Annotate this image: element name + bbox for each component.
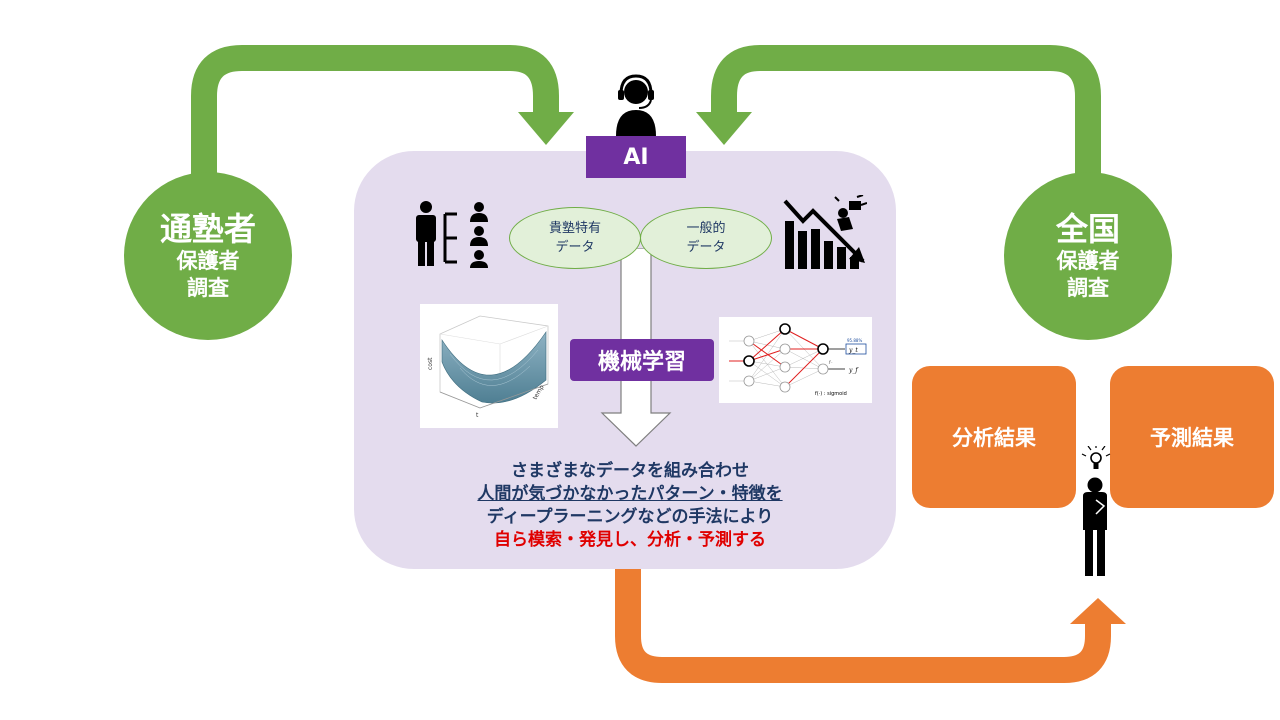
orange-result-arrowhead <box>1070 598 1126 624</box>
surface-zlabel: cost <box>427 357 434 370</box>
neural-network-image: 95.88% y_t y_f f₋ f(·) : sigmoid <box>719 317 872 403</box>
proprietary-data-line1: 貴塾特有 <box>548 221 601 236</box>
lightbulb-person-icon <box>1081 446 1111 576</box>
org-chart-icon <box>416 201 488 268</box>
ai-label: AI <box>586 136 686 178</box>
proprietary-data-ellipse: 貴塾特有 データ <box>509 207 641 269</box>
prediction-result-label: 予測結果 <box>1150 426 1234 450</box>
orange-result-arrow <box>615 565 1111 683</box>
general-data-line2: データ <box>686 240 726 255</box>
desc-line4: 自ら模索・発見し、分析・予測する <box>494 530 766 550</box>
declining-chart-icon <box>783 195 867 269</box>
right-green-arrow <box>711 45 1101 180</box>
surface-xlabel: t <box>476 412 479 419</box>
left-circle-line1: 保護者 <box>176 249 240 273</box>
desc-line1: さまざまなデータを組み合わせ <box>511 461 749 481</box>
surface-plot-image: cost t temp <box>420 304 558 428</box>
general-data-line1: 一般的 <box>686 221 726 236</box>
analysis-result-box: 分析結果 <box>912 366 1076 508</box>
nn-f-sub: f₋ <box>828 359 833 364</box>
nn-output-1: y_t <box>848 347 858 354</box>
desc-line2: 人間が気づかなかったパターン・特徴を <box>477 484 783 504</box>
tutoring-parents-survey-circle: 通塾者 保護者 調査 <box>124 172 292 340</box>
right-green-arrowhead <box>696 112 752 145</box>
left-green-arrowhead <box>518 112 574 145</box>
right-circle-line2: 調査 <box>1067 276 1109 300</box>
ai-description: さまざまなデータを組み合わせ 人間が気づかなかったパターン・特徴を ディープラー… <box>380 460 880 552</box>
prediction-result-box: 予測結果 <box>1110 366 1274 508</box>
right-circle-line1: 保護者 <box>1056 249 1120 273</box>
national-parents-survey-circle: 全国 保護者 調査 <box>1004 172 1172 340</box>
analysis-result-label: 分析結果 <box>952 426 1036 450</box>
left-circle-title: 通塾者 <box>159 210 256 248</box>
nn-output-pct: 95.88% <box>847 338 862 343</box>
general-data-ellipse: 一般的 データ <box>640 207 772 269</box>
right-circle-title: 全国 <box>1055 210 1120 248</box>
nn-activation-caption: f(·) : sigmoid <box>815 391 847 397</box>
desc-line3: ディープラーニングなどの手法により <box>486 507 774 527</box>
machine-learning-label: 機械学習 <box>570 339 714 381</box>
proprietary-data-line2: データ <box>555 240 595 255</box>
left-green-arrow <box>191 45 559 180</box>
nn-output-2: y_f <box>848 367 859 374</box>
left-circle-line2: 調査 <box>187 276 229 300</box>
headset-operator-icon <box>616 74 656 136</box>
